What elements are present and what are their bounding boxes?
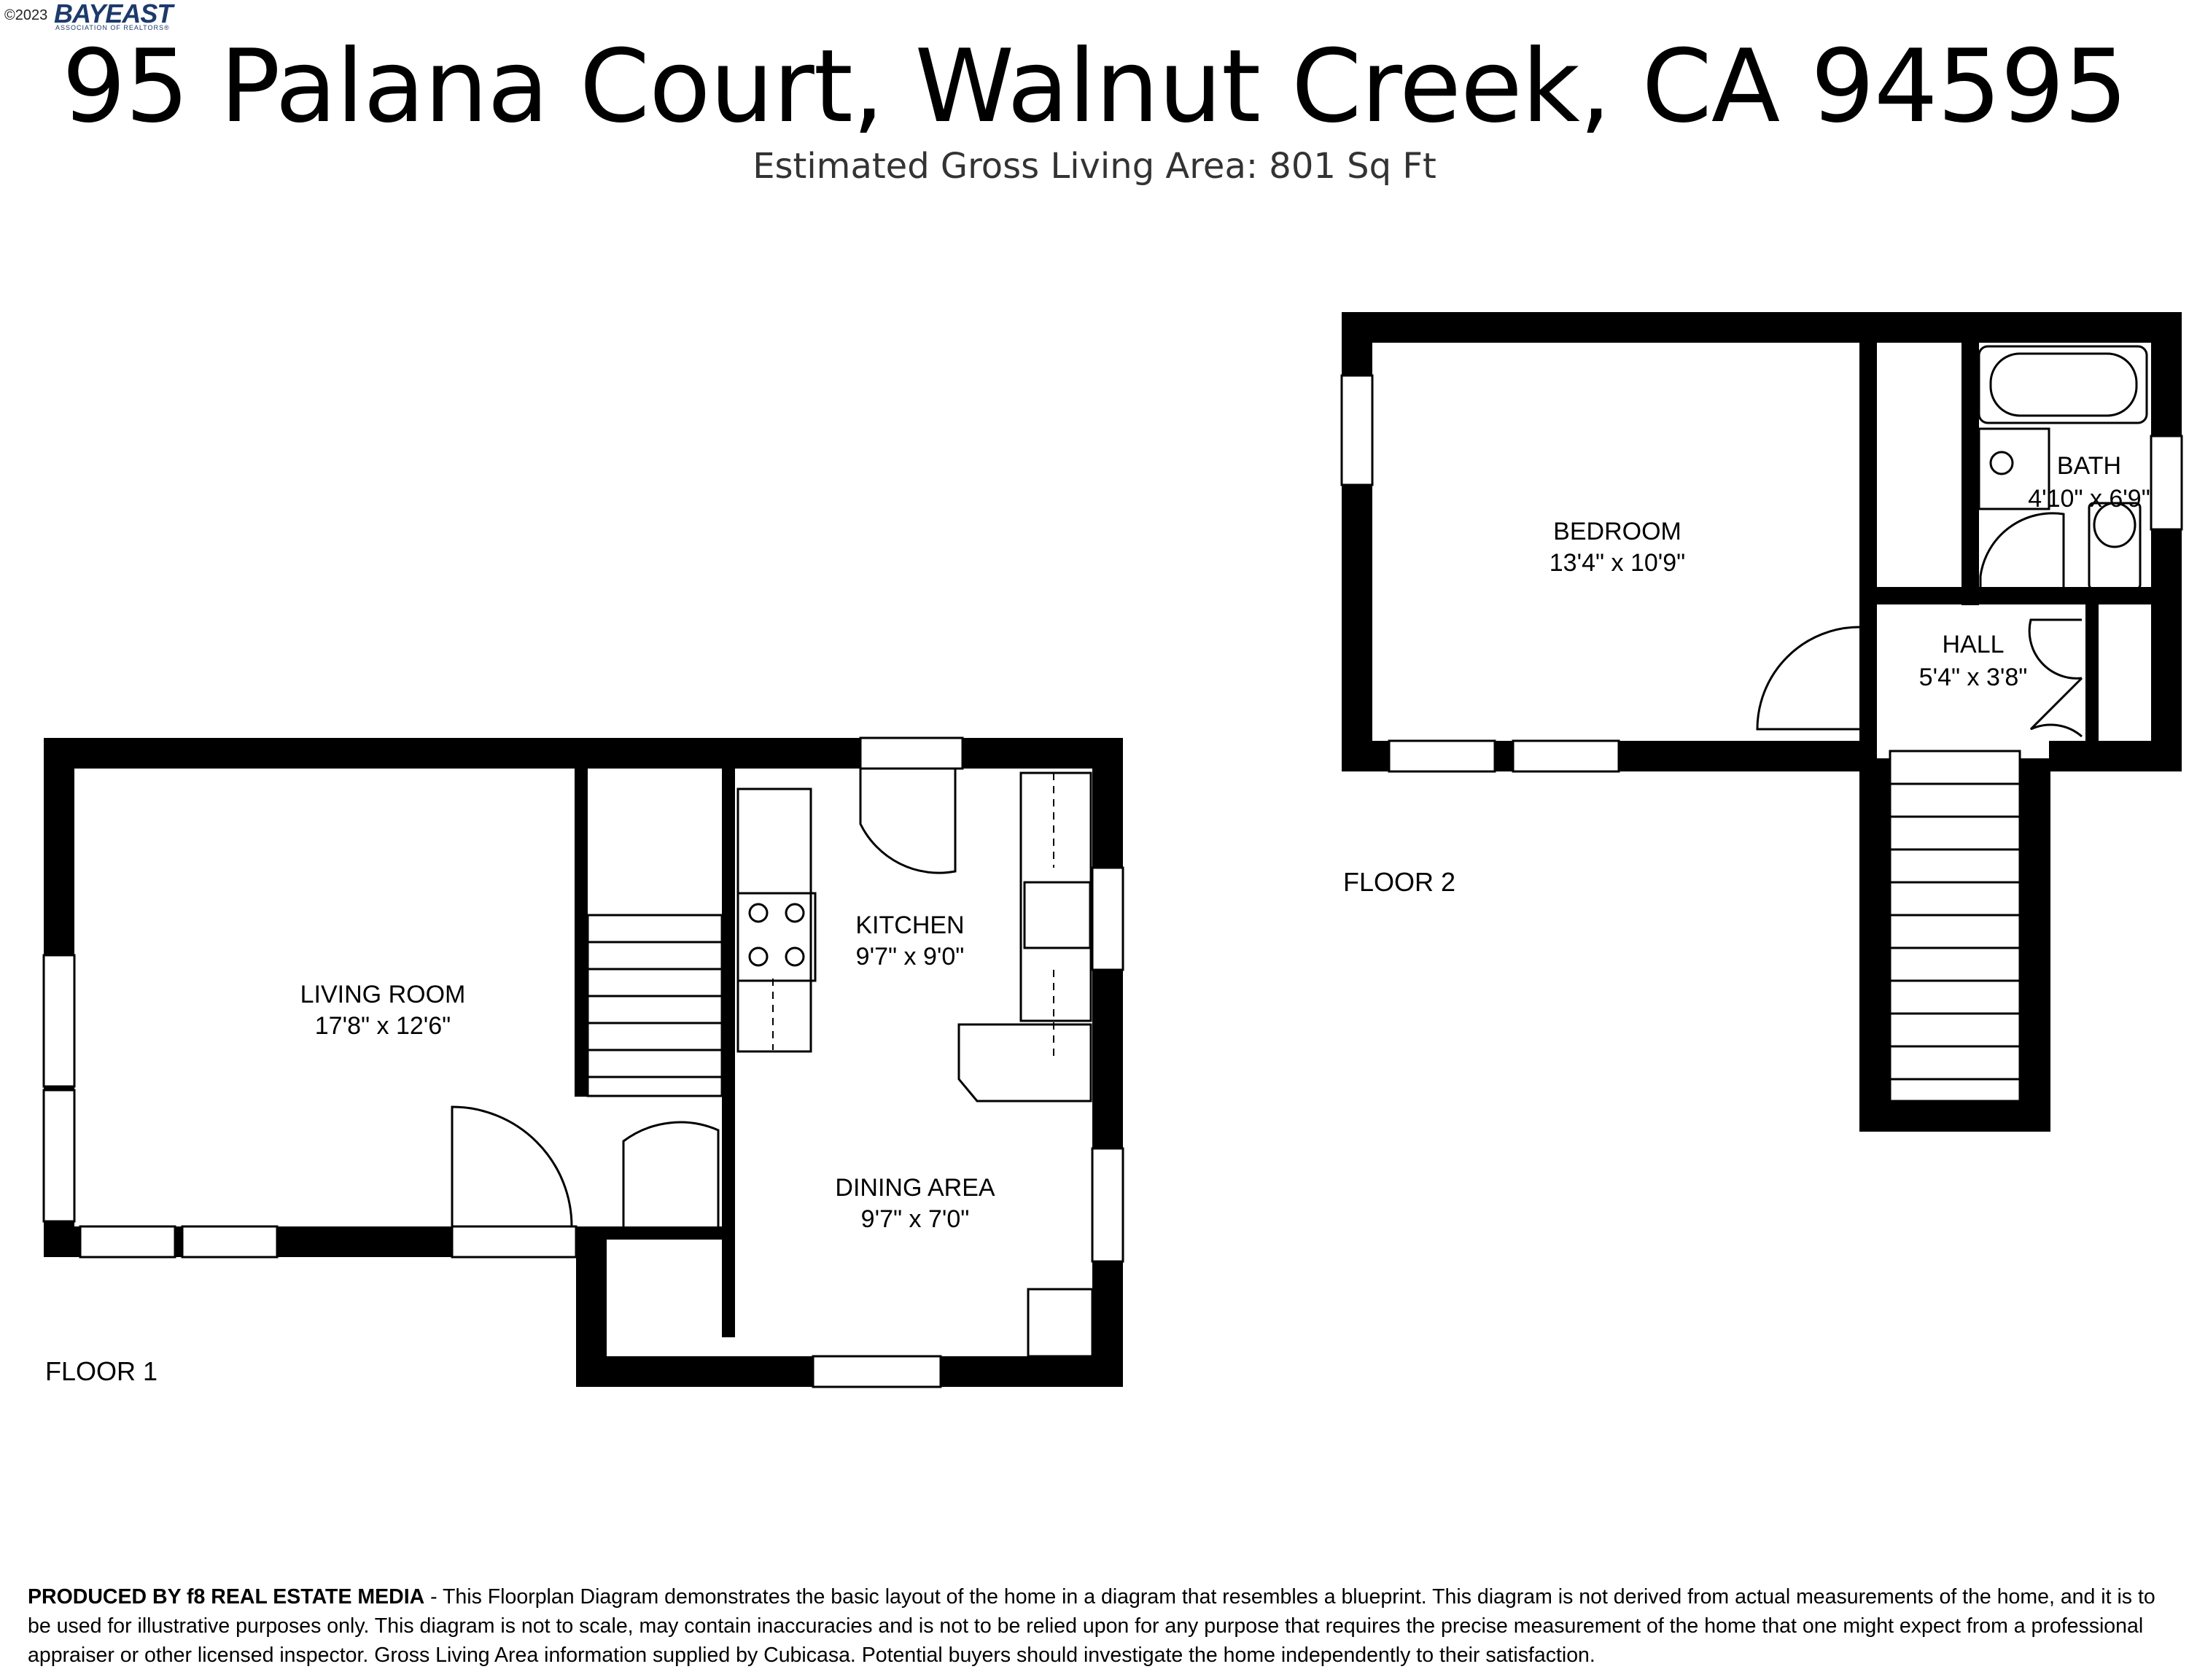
disclaimer-text: - This Floorplan Diagram demonstrates th…: [28, 1585, 2155, 1667]
brand-name: BAYEAST: [54, 0, 173, 28]
floor-1-label: FLOOR 1: [45, 1356, 158, 1386]
hall-name: HALL: [1942, 631, 2004, 658]
kitchen-upper-cabinets: [772, 773, 1054, 1061]
disclaimer-lead: PRODUCED BY f8 REAL ESTATE MEDIA: [28, 1585, 425, 1609]
floor-1-plan: LIVING ROOM 17'8" x 12'6" KITCHEN 9'7" x…: [42, 736, 1124, 1388]
kitchen-name: KITCHEN: [855, 911, 964, 939]
floor-1-stairs: [586, 914, 723, 1097]
floor-2-walls: [1342, 312, 2182, 1132]
bath-fixtures: [1978, 345, 2148, 591]
kitchen-dims: 9'7" x 9'0": [856, 943, 965, 971]
hall-dims: 5'4" x 3'8": [1919, 664, 2028, 691]
bath-dims: 4'10" x 6'9": [2028, 485, 2150, 513]
floor-2-windows: [1340, 374, 2183, 773]
copyright-text: ©2023: [4, 7, 48, 23]
floor-2-doors: [1756, 379, 2083, 738]
disclaimer: PRODUCED BY f8 REAL ESTATE MEDIA - This …: [28, 1582, 2164, 1670]
bedroom-name: BEDROOM: [1553, 518, 1681, 545]
bath-name: BATH: [2057, 452, 2121, 480]
dining-area-dims: 9'7" x 7'0": [861, 1205, 970, 1233]
property-address-title: 95 Palana Court, Walnut Creek, CA 94595: [61, 28, 2128, 145]
floor-1-doors: [451, 769, 957, 1227]
dining-area-name: DINING AREA: [835, 1174, 995, 1202]
gross-living-area: Estimated Gross Living Area: 801 Sq Ft: [753, 146, 1436, 187]
floor-2-stairs: [1889, 750, 2021, 1102]
floor-1-walls: [44, 738, 1123, 1387]
living-room-name: LIVING ROOM: [300, 981, 466, 1008]
floor-1-windows: [42, 736, 1124, 1388]
living-room-dims: 17'8" x 12'6": [315, 1012, 451, 1040]
kitchen-fixtures: [736, 771, 1094, 1358]
brand-subtitle: ASSOCIATION OF REALTORS®: [55, 24, 170, 31]
floor-2-label: FLOOR 2: [1343, 867, 1455, 897]
bedroom-dims: 13'4" x 10'9": [1550, 549, 1685, 577]
floor-2-plan: BEDROOM 13'4" x 10'9" BATH 4'10" x 6'9" …: [1340, 312, 2183, 1132]
